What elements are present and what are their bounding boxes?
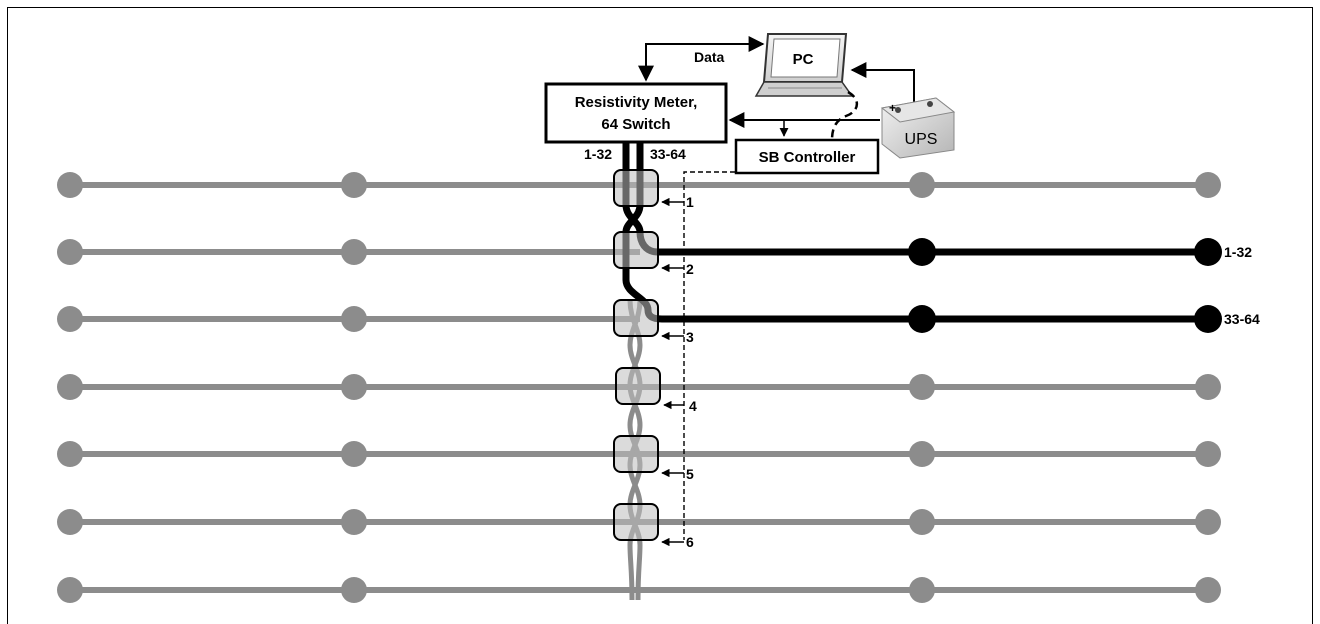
sb-controller-box: [734, 138, 880, 175]
switch-number-1: 1: [686, 194, 694, 210]
switch-number-4: 4: [689, 398, 697, 414]
diagram-frame: [7, 7, 1313, 624]
switch-box-1: [613, 169, 659, 207]
cable-end-label-1-32: 1-32: [1224, 244, 1252, 260]
switch-box-5: [613, 435, 659, 473]
active-cables: [622, 143, 1208, 323]
ups-plus-sign: +: [889, 101, 896, 115]
electrode-line-2: [57, 239, 640, 265]
switch-box-4: [615, 367, 661, 405]
sb-controller-label: SB Controller: [759, 149, 856, 166]
switch-number-6: 6: [686, 534, 694, 550]
switch-number-3: 3: [686, 329, 694, 345]
ups-label: UPS: [905, 131, 938, 148]
cable-end-label-33-64: 33-64: [1224, 311, 1260, 327]
pc-label: PC: [793, 51, 814, 68]
pc-laptop-icon: [754, 33, 854, 97]
switch-box-6: [613, 503, 659, 541]
switch-number-2: 2: [686, 261, 694, 277]
data-label: Data: [694, 49, 725, 65]
switch-box-2: [613, 231, 659, 269]
control-cable: [683, 171, 735, 540]
control-taps: [661, 197, 684, 547]
switch-box-3: [613, 299, 659, 337]
ups-to-pc-line: [850, 62, 915, 102]
meter-label-line1: Resistivity Meter,: [575, 94, 698, 111]
pc-sb-dashed-link: [830, 90, 858, 141]
electrode-line-3: [57, 306, 640, 332]
active-electrodes: [908, 238, 1222, 333]
resistivity-meter-box: [544, 82, 728, 144]
meter-label-line2: 64 Switch: [601, 116, 670, 133]
switch-box-numbers: 1 2 3 4 5 6: [686, 194, 697, 550]
bundle-label-1-32: 1-32: [584, 146, 612, 162]
switch-boxes: [613, 169, 661, 541]
ups-icon: +: [880, 97, 956, 159]
switch-number-5: 5: [686, 466, 694, 482]
data-link: [638, 36, 765, 82]
bundle-label-33-64: 33-64: [650, 146, 686, 162]
